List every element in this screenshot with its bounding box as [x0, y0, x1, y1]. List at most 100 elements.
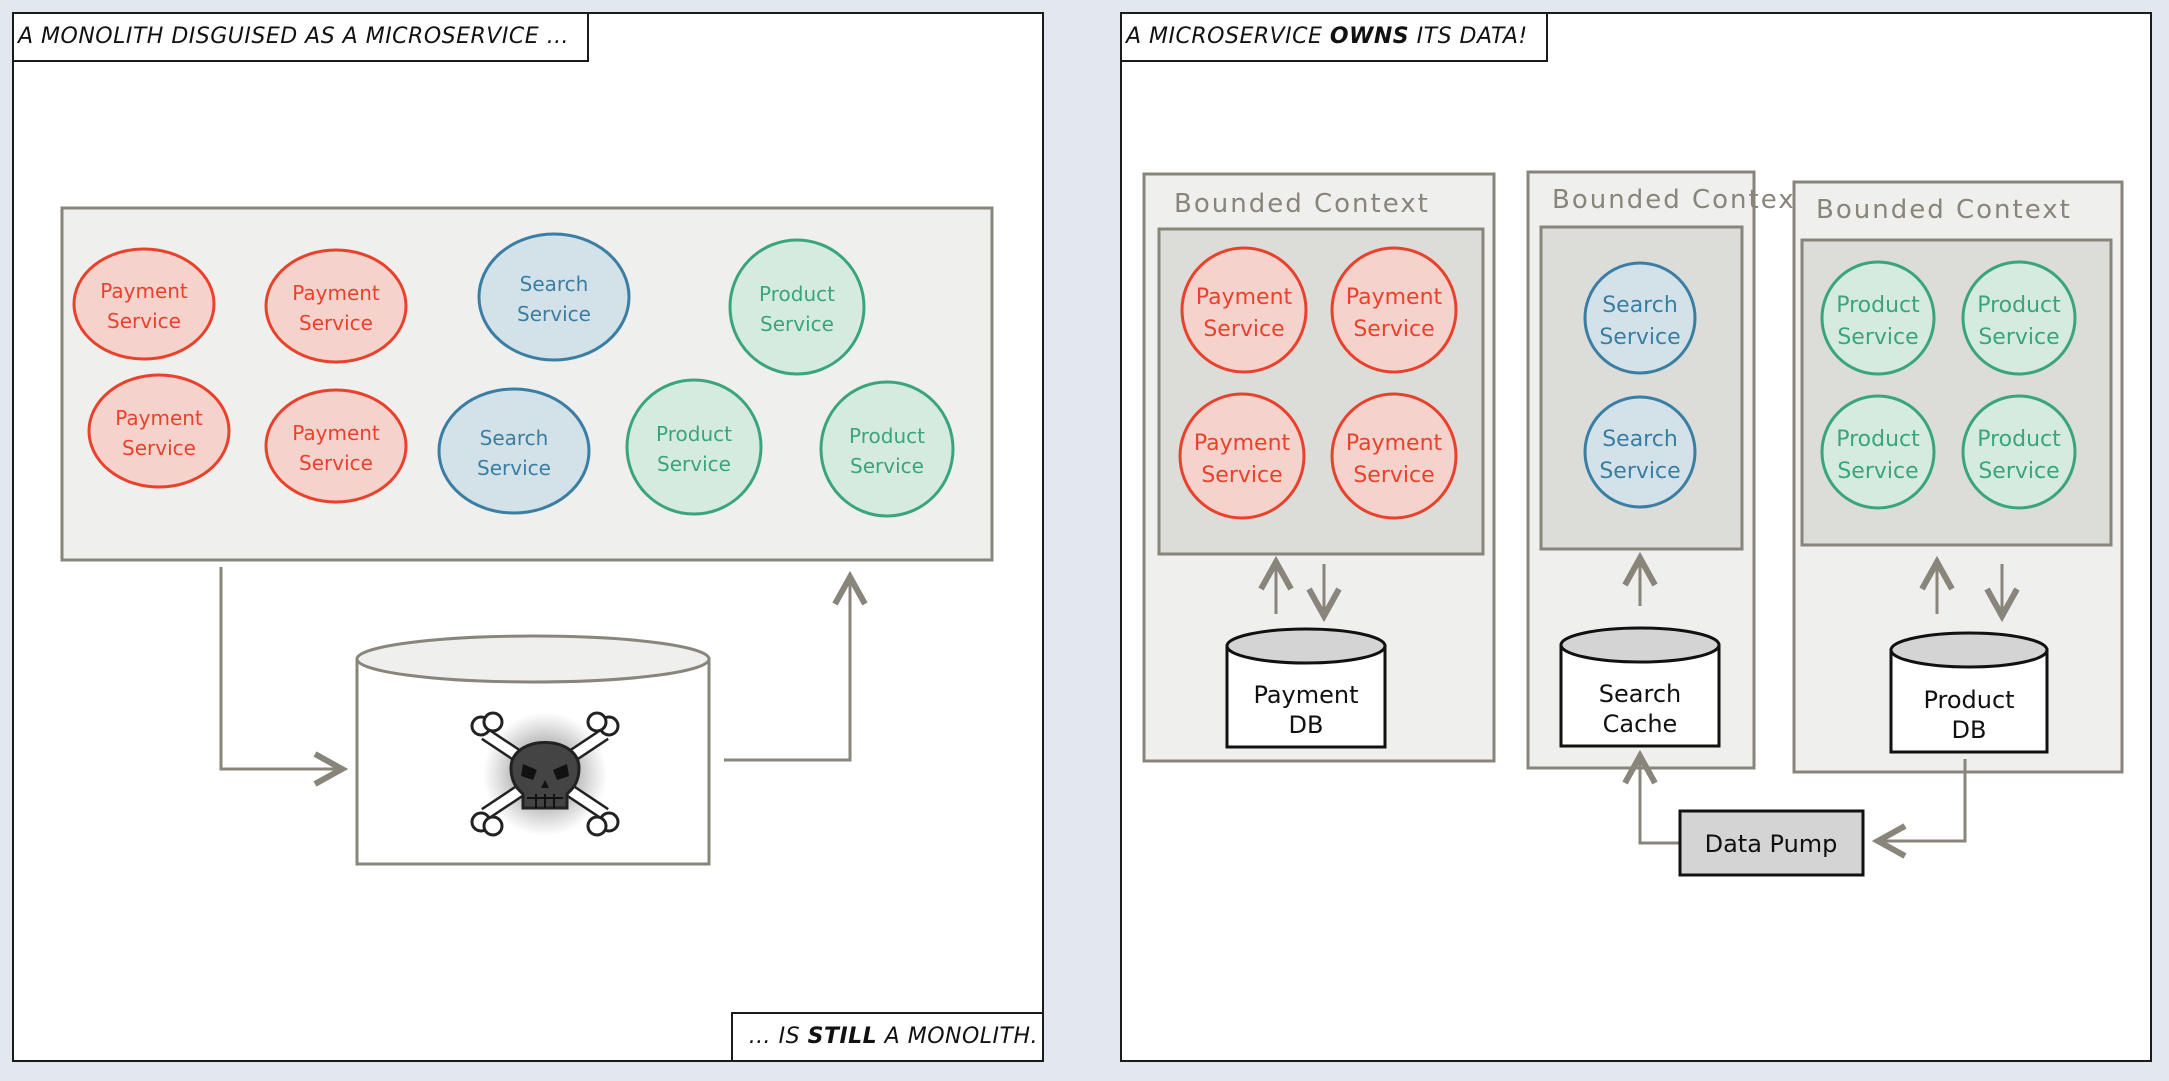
bounded-context-label: Bounded Context: [1816, 195, 2072, 225]
service-circle: [1178, 392, 1306, 520]
service-label: Search: [1602, 427, 1678, 452]
service-label: Search: [1602, 293, 1678, 318]
monolith-diagram: PaymentServicePaymentServiceSearchServic…: [60, 206, 994, 866]
service-label: Service: [1353, 463, 1434, 488]
store-label: Cache: [1603, 710, 1678, 738]
service-circle: [264, 248, 408, 364]
service-label: Service: [517, 302, 591, 326]
service-label: Service: [1978, 325, 2059, 350]
service-label: Product: [1977, 427, 2061, 452]
service-circle: [625, 378, 763, 516]
product-db: Product DB: [1889, 631, 2049, 754]
service-label: Product: [1977, 293, 2061, 318]
service-label: Service: [1353, 317, 1434, 342]
store-label: Search: [1599, 680, 1681, 708]
caption-text: A MICROSERVICE: [1126, 24, 1330, 49]
caption-text: A MONOLITH DISGUISED AS A MICROSERVICE …: [18, 24, 570, 49]
payment-db: Payment DB: [1225, 627, 1387, 749]
service-circle: [87, 373, 231, 489]
service-label: Payment: [1346, 431, 1443, 456]
service-circle: [477, 232, 631, 362]
service-label: Payment: [292, 421, 380, 445]
service-circle: [1820, 260, 1936, 376]
service-circle: [1961, 260, 2077, 376]
service-circle: [264, 388, 408, 504]
service-label: Service: [850, 454, 924, 478]
service-label: Payment: [292, 281, 380, 305]
service-circle: [1583, 261, 1697, 375]
service-circle: [819, 380, 955, 518]
service-circle: [1820, 394, 1936, 510]
service-label: Service: [122, 436, 196, 460]
monolith-panel: A MONOLITH DISGUISED AS A MICROSERVICE ……: [12, 12, 1044, 1062]
pump-to-cache-arrow: [1640, 756, 1680, 845]
service-label: Payment: [100, 279, 188, 303]
service-label: Product: [656, 422, 732, 446]
service-label: Service: [760, 312, 834, 336]
bounded-context-label: Bounded Context: [1552, 185, 1808, 215]
service-label: Payment: [1346, 285, 1443, 310]
service-label: Payment: [1194, 431, 1291, 456]
service-label: Service: [1837, 325, 1918, 350]
caption-text: … IS: [748, 1024, 808, 1049]
search-cache: Search Cache: [1559, 626, 1721, 748]
service-label: Service: [1201, 463, 1282, 488]
service-circle: [728, 238, 866, 376]
data-pump-label: Data Pump: [1705, 830, 1838, 858]
skull-and-crossbones-icon: [470, 711, 620, 837]
service-label: Payment: [1196, 285, 1293, 310]
service-circle: [1583, 395, 1697, 509]
service-label: Product: [849, 424, 925, 448]
service-circle: [1330, 392, 1458, 520]
service-label: Service: [477, 456, 551, 480]
service-label: Service: [299, 311, 373, 335]
microservices-panel: A MICROSERVICE OWNS ITS DATA! Bounded Co…: [1120, 12, 2152, 1062]
store-label: DB: [1952, 716, 1987, 744]
panel-caption-monolith: A MONOLITH DISGUISED AS A MICROSERVICE …: [12, 12, 590, 62]
panel-caption-owns-data: A MICROSERVICE OWNS ITS DATA!: [1120, 12, 1548, 62]
service-label: Service: [1599, 325, 1680, 350]
service-label: Service: [1837, 459, 1918, 484]
store-label: DB: [1289, 711, 1324, 739]
caption-text: A MONOLITH.: [877, 1024, 1038, 1049]
read-arrow: [724, 577, 850, 762]
service-circle: [1180, 246, 1308, 374]
caption-emphasis: STILL: [807, 1024, 878, 1049]
caption-emphasis: OWNS: [1329, 24, 1410, 49]
service-label: Service: [1978, 459, 2059, 484]
store-label: Product: [1923, 686, 2014, 714]
panel-caption-still-monolith: … IS STILL A MONOLITH.: [730, 1012, 1044, 1062]
service-label: Service: [299, 451, 373, 475]
data-pump: Data Pump: [1678, 809, 1865, 877]
caption-text: ITS DATA!: [1409, 24, 1528, 49]
service-label: Service: [657, 452, 731, 476]
db-to-pump-arrow: [1878, 759, 1967, 841]
service-label: Service: [107, 309, 181, 333]
bounded-context-label: Bounded Context: [1174, 189, 1430, 219]
service-label: Product: [1836, 427, 1920, 452]
service-label: Service: [1599, 459, 1680, 484]
service-circle: [72, 247, 216, 361]
service-label: Product: [759, 282, 835, 306]
microservices-diagram: Bounded Context Bounded Context Bounded …: [1142, 170, 2124, 877]
service-circle: [1961, 394, 2077, 510]
service-label: Product: [1836, 293, 1920, 318]
